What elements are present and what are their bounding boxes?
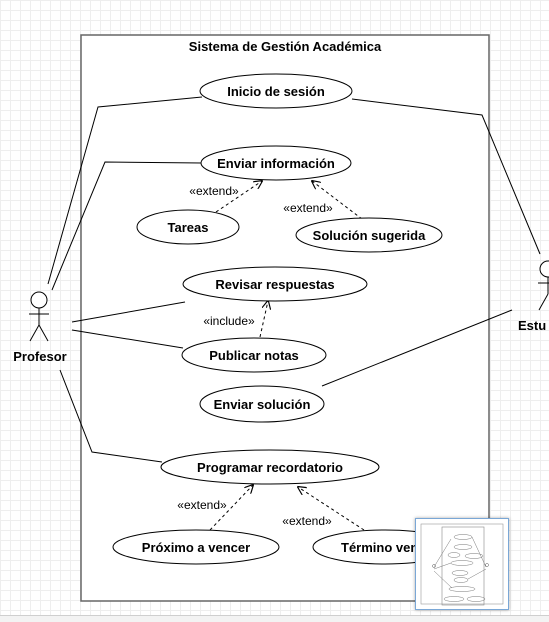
associations-profesor: [47, 96, 203, 463]
actor-profesor[interactable]: [29, 291, 49, 342]
use-case-label: Próximo a vencer: [142, 540, 250, 555]
assoc-profesor-inicio: [47, 96, 203, 285]
actor-head: [539, 260, 549, 278]
dependencies: [209, 181, 365, 531]
assoc-profesor-revisar: [71, 301, 186, 323]
stereotype-include-revisar: «include»: [203, 314, 255, 328]
extend-proximo-arrow: [209, 485, 253, 531]
use-case-programar-recordatorio[interactable]: Programar recordatorio: [160, 449, 380, 485]
use-case-inicio-sesion[interactable]: Inicio de sesión: [199, 73, 353, 109]
actor-head: [30, 291, 48, 309]
stereotype-extend-proximo: «extend»: [177, 498, 227, 512]
assoc-estudiante-inicio: [351, 98, 541, 255]
use-case-enviar-informacion[interactable]: Enviar información: [200, 145, 352, 181]
assoc-profesor-enviar-info: [51, 161, 203, 291]
extend-solucion-arrow: [312, 181, 363, 220]
use-case-publicar-notas[interactable]: Publicar notas: [181, 337, 327, 373]
horizontal-scrollbar[interactable]: [0, 615, 549, 622]
use-case-label: Enviar solución: [214, 397, 311, 412]
use-case-label: Revisar respuestas: [215, 277, 334, 292]
assoc-estudiante-enviar-solucion: [321, 309, 513, 387]
assoc-profesor-publicar: [71, 329, 184, 349]
use-case-label: Enviar información: [217, 156, 335, 171]
system-boundary[interactable]: [80, 34, 490, 602]
use-case-label: Tareas: [168, 220, 209, 235]
use-case-label: Programar recordatorio: [197, 460, 343, 475]
stereotype-extend-termino: «extend»: [282, 514, 332, 528]
assoc-profesor-programar: [59, 369, 163, 463]
actor-estudiante-label: Estu: [518, 318, 546, 333]
use-case-tareas[interactable]: Tareas: [136, 209, 240, 245]
associations-estudiante: [321, 98, 541, 387]
include-revisar-arrow: [259, 301, 268, 338]
actor-leg-left: [29, 324, 40, 342]
use-case-label: Término ven: [341, 540, 418, 555]
actor-profesor-label: Profesor: [13, 349, 66, 364]
actor-leg-right: [38, 324, 49, 342]
use-case-solucion-sugerida[interactable]: Solución sugerida: [295, 217, 443, 253]
stereotype-extend-solucion: «extend»: [283, 201, 333, 215]
use-case-label: Inicio de sesión: [227, 84, 325, 99]
use-case-label: Publicar notas: [209, 348, 299, 363]
extend-termino-arrow: [298, 487, 365, 531]
stereotype-extend-tareas: «extend»: [189, 184, 239, 198]
outline-minimap[interactable]: [415, 518, 509, 610]
use-case-enviar-solucion[interactable]: Enviar solución: [199, 385, 325, 423]
use-case-revisar-respuestas[interactable]: Revisar respuestas: [182, 266, 368, 302]
use-case-label: Solución sugerida: [313, 228, 426, 243]
actor-estudiante[interactable]: [538, 260, 549, 311]
use-case-proximo-a-vencer[interactable]: Próximo a vencer: [112, 529, 280, 565]
system-title: Sistema de Gestión Académica: [189, 39, 382, 54]
actor-leg-left: [538, 293, 549, 311]
minimap-thumbnail: [416, 519, 508, 609]
